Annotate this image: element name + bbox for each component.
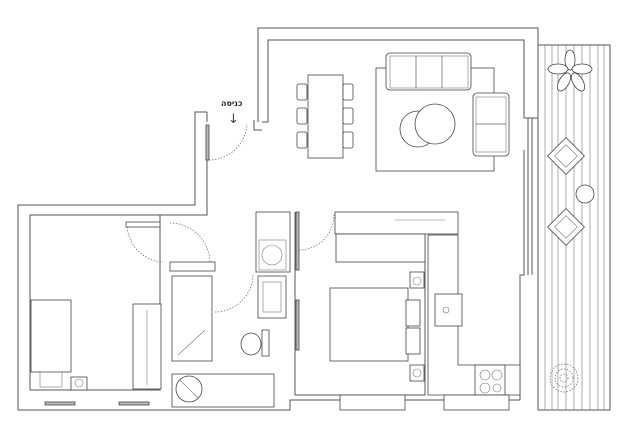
sofa: [385, 52, 510, 157]
bathroom: [171, 274, 287, 408]
balcony-plant: [547, 49, 593, 92]
bedroom-left: [30, 215, 164, 406]
entrance-label: כניסה: [221, 99, 243, 108]
laundry: [255, 211, 335, 273]
coffee-tables: [399, 103, 456, 148]
balcony-shrub: [549, 363, 579, 393]
exterior-walls: [17, 27, 539, 411]
hallway-door: [169, 222, 216, 272]
dining-table: [296, 74, 354, 159]
entrance-door: [205, 123, 248, 161]
arrow-down-icon: ↓: [228, 112, 239, 127]
balcony-armchair: [547, 137, 595, 246]
bedroom-main: [294, 211, 459, 411]
kitchen: [427, 234, 521, 411]
